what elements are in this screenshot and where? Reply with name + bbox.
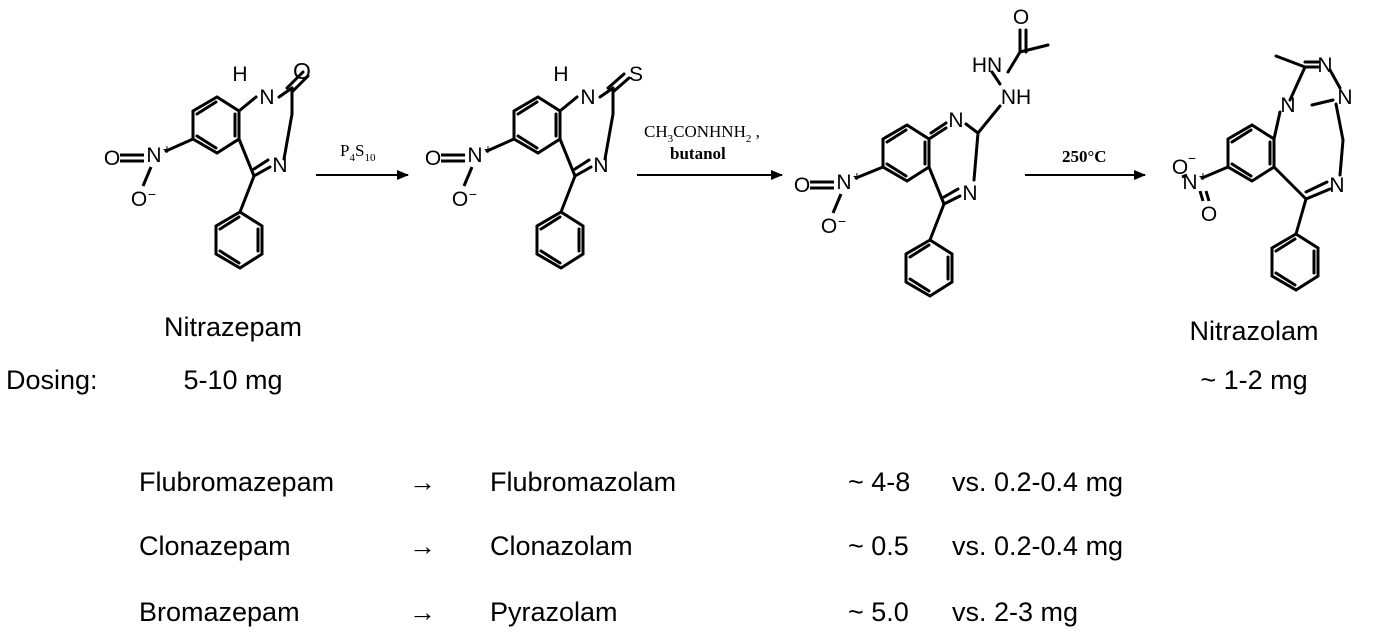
s2-n2: N [593,154,608,177]
s2-minus: − [469,186,477,202]
comparison-dose-to: vs. 2-3 mg [952,597,1079,627]
s1-nitro-bonds [120,153,153,187]
arrow-2-reagent-line2: butanol [670,144,726,163]
s2-o-neg: O [452,188,468,211]
comparison-from: Flubromazepam [139,467,335,497]
s1-o-nitro: O [104,147,120,170]
s2-o-nitro: O [425,147,441,170]
structure-nitrazolam [1200,54,1345,292]
label-nitrazepam-dose: 5-10 mg [183,365,283,395]
comparison-arrow: → [409,467,436,497]
s2-n1: N [580,86,595,109]
s4-nitro-bonds [1181,173,1211,202]
s1-h: H [232,63,247,86]
s3-plus: + [853,168,861,184]
comparison-to: Flubromazolam [490,467,677,497]
s3-o-nitro: O [794,174,810,197]
structure-nitrazepam [164,70,310,270]
s3-minus: − [838,213,846,229]
s1-plus: + [163,141,171,157]
s1-minus: − [148,186,156,202]
comparison-from: Clonazepam [139,531,291,561]
s3-nitro-bonds [810,180,843,214]
structure-acetylhydrazide [854,28,1050,298]
s4-n-c: N [1337,86,1352,109]
comparison-arrow: → [409,531,436,561]
s2-plus: + [484,141,492,157]
s1-n1: N [259,86,274,109]
comparison-dose-from: ~ 0.5 [848,531,909,561]
s4-n-a: N [1280,94,1295,117]
s4-n-b: N [1317,54,1332,77]
s4-o-nitro: O [1172,156,1188,179]
s4-o-neg: O [1201,203,1217,226]
structure-thione [485,72,631,270]
s2-nitro-bonds [441,153,474,187]
s2-s: S [629,63,643,86]
arrow-2-reagent-line1: CH3CONHNH2 , [644,122,760,145]
arrow-1-reagent: P4S10 [340,141,376,164]
comparison-dose-to: vs. 0.2-0.4 mg [952,531,1124,561]
s3-o-neg: O [821,215,837,238]
s1-o: O [293,58,311,84]
comparison-to: Clonazolam [490,531,633,561]
label-nitrazepam: Nitrazepam [163,312,303,342]
s3-n2: N [962,182,977,205]
s4-plus: + [1199,168,1207,184]
comparison-dose-to: vs. 0.2-0.4 mg [952,467,1124,497]
comparison-to: Pyrazolam [490,597,618,627]
s3-nh: NH [1001,86,1031,109]
s3-hn: HN [972,54,1002,77]
s3-n3: N [836,171,851,194]
s2-h: H [553,63,568,86]
s2-n3: N [467,144,482,167]
comparison-from: Bromazepam [139,597,300,627]
comparison-dose-from: ~ 5.0 [848,597,909,627]
label-dosing: Dosing: [6,365,98,395]
s1-n2: N [272,154,287,177]
comparison-dose-from: ~ 4-8 [848,467,911,497]
s3-o: O [1013,6,1029,29]
comparison-arrow: → [409,597,436,627]
label-nitrazolam-dose: ~ 1-2 mg [1200,365,1308,395]
s1-n3: N [146,144,161,167]
label-nitrazolam: Nitrazolam [1189,316,1319,346]
s1-o-neg: O [131,188,147,211]
s4-n-d: N [1329,174,1344,197]
s4-minus: − [1188,150,1196,166]
arrow-3-condition: 250°C [1062,147,1107,166]
s3-n1: N [948,109,963,132]
